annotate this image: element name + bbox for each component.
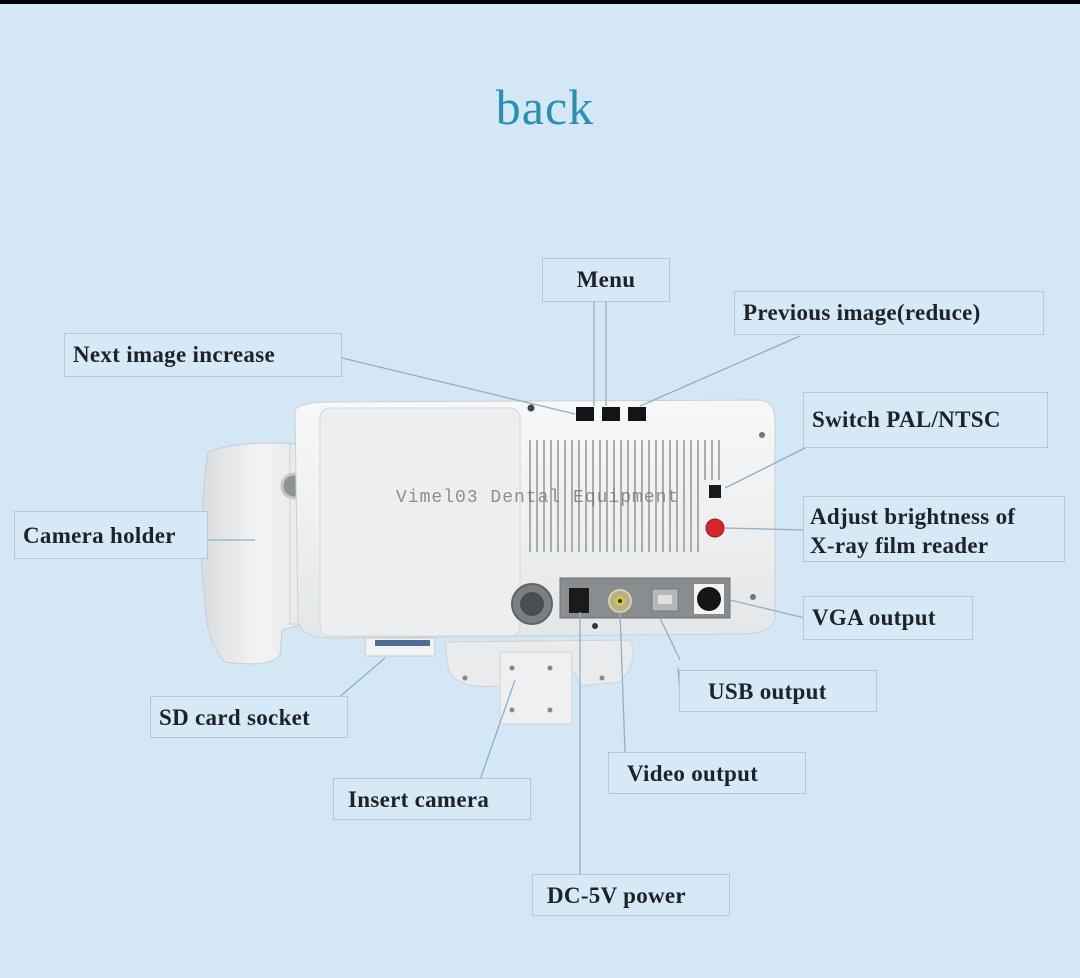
label-camera-holder: Camera holder [14,511,208,559]
label-sd-card-socket: SD card socket [150,696,348,738]
brightness-knob [705,518,725,538]
vent-grille [529,440,720,552]
label-dc-power: DC-5V power [532,874,730,916]
label-insert-camera: Insert camera [333,778,531,820]
label-vga-output: VGA output [803,596,973,640]
label-usb-output: USB output [679,670,877,712]
dc-power-jack [569,588,589,613]
label-adjust-brightness: Adjust brightness of X-ray film reader [803,496,1065,562]
label-video-output: Video output [608,752,806,794]
menu-button [602,407,620,421]
sd-card-slot [375,640,430,646]
label-previous-image: Previous image(reduce) [734,291,1044,335]
top-status-bar [0,0,1080,4]
usb-port [658,595,672,604]
next-image-button [576,407,594,421]
label-adjust-brightness-line1: Adjust brightness of [810,504,1016,529]
label-switch-pal-ntsc: Switch PAL/NTSC [803,392,1048,448]
vga-port [697,587,721,611]
watermark-text: Vimel03 Dental Equipment [396,488,680,508]
page-title: back [495,79,595,135]
label-next-image: Next image increase [64,333,342,377]
previous-image-button [628,407,646,421]
label-adjust-brightness-line2: X-ray film reader [810,533,989,558]
pal-ntsc-switch [709,485,721,498]
label-menu: Menu [542,258,670,302]
